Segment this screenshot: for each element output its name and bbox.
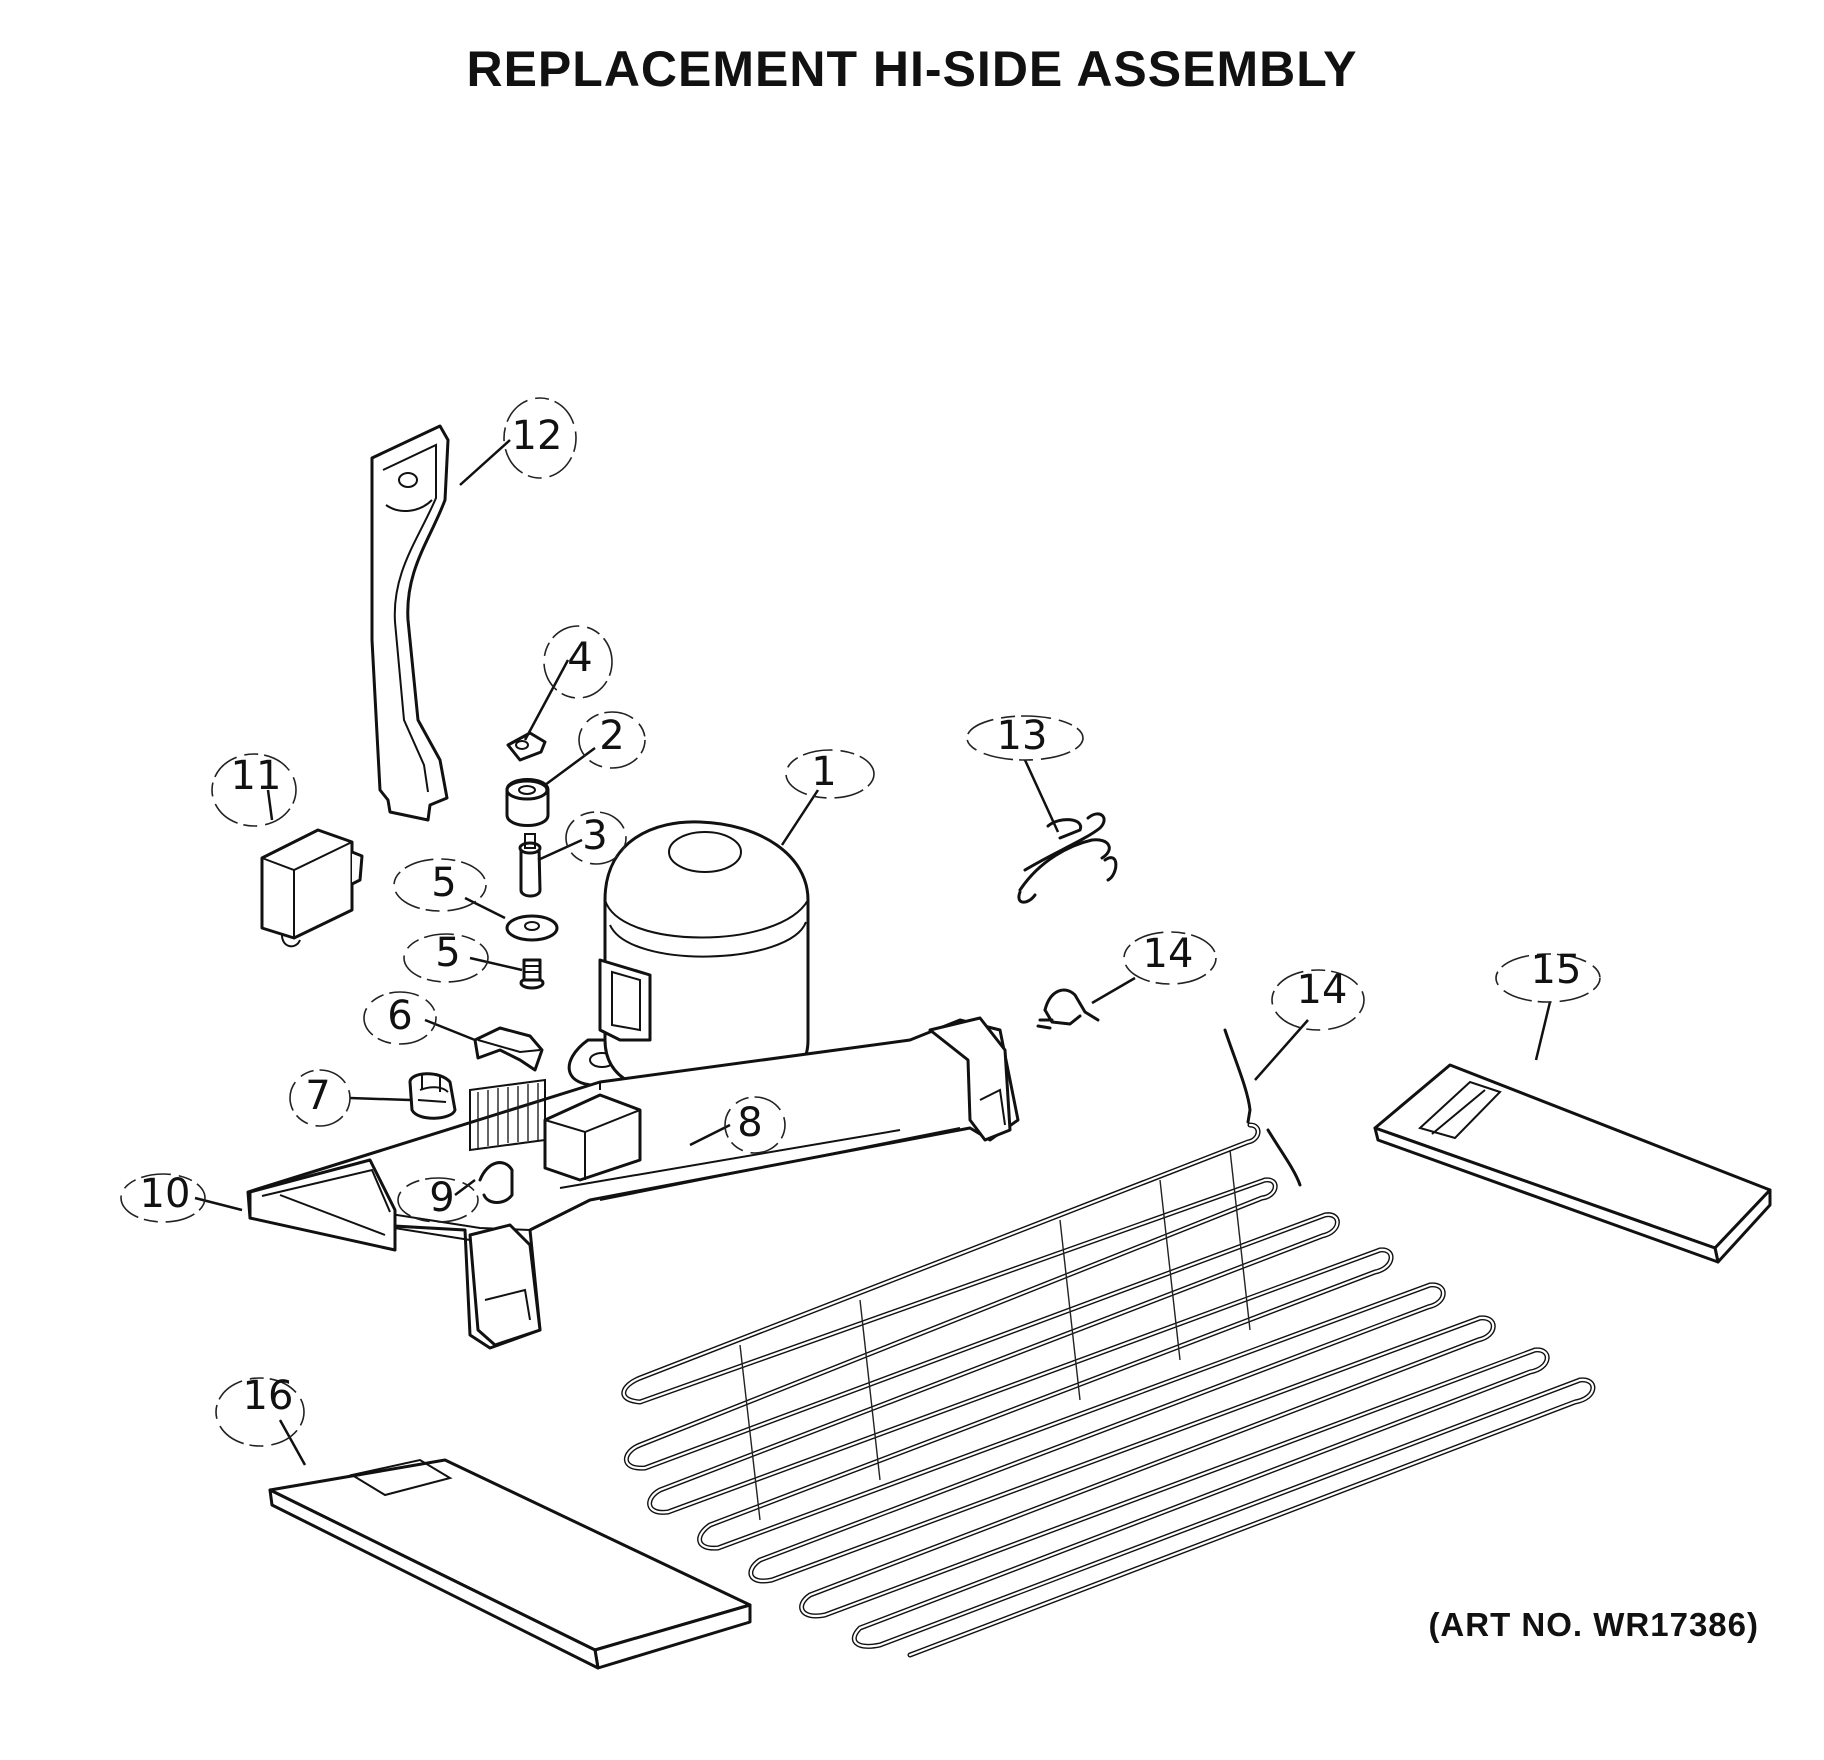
callouts: 12 4 2 3 1 13 11 5 5 14 14 15 6 7 8 9 10	[120, 397, 1601, 1447]
callout-12: 12	[512, 413, 563, 459]
part-14-clip	[1036, 988, 1100, 1030]
callout-4: 4	[567, 635, 592, 681]
part-12-bracket	[370, 424, 450, 822]
art-number: (ART NO. WR17386)	[1428, 1606, 1759, 1643]
callout-2: 2	[599, 713, 624, 759]
callout-5-bolt: 5	[435, 930, 460, 976]
callout-11: 11	[231, 753, 282, 799]
part-13-spring-clip	[1017, 812, 1118, 904]
callout-8: 8	[737, 1100, 762, 1146]
part-16-pad	[268, 1458, 752, 1670]
part-7-start-relay	[408, 1072, 457, 1120]
part-3-sleeve	[518, 833, 542, 898]
callout-6: 6	[387, 993, 412, 1039]
part-2-grommet	[505, 778, 550, 827]
part-11-relay	[260, 828, 364, 948]
callout-15: 15	[1531, 947, 1582, 993]
callout-3: 3	[582, 813, 607, 859]
callout-14-coil: 14	[1297, 967, 1348, 1013]
base-pan	[246, 1016, 1020, 1350]
part-6-cover	[473, 1026, 544, 1072]
callout-10: 10	[140, 1171, 191, 1217]
diagram-title: REPLACEMENT HI-SIDE ASSEMBLY	[466, 41, 1358, 97]
part-5-washer	[505, 914, 559, 942]
callout-13: 13	[997, 713, 1048, 759]
part-15-pad	[1373, 1063, 1772, 1264]
callout-7: 7	[305, 1073, 330, 1119]
leader-lines	[194, 439, 1552, 1466]
callout-16: 16	[243, 1373, 294, 1419]
callout-5-washer: 5	[431, 860, 456, 906]
callout-1: 1	[811, 749, 836, 795]
callout-14-clip: 14	[1143, 931, 1194, 977]
part-14-condenser-coil	[621, 1028, 1596, 1658]
part-5-bolt	[519, 958, 545, 990]
callout-9: 9	[429, 1175, 454, 1221]
